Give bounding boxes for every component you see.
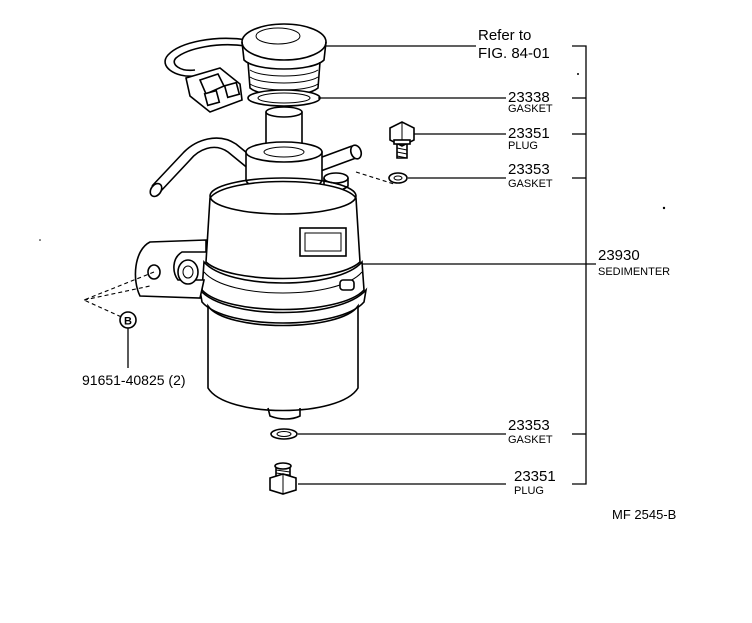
gasket-23353-lower bbox=[270, 428, 298, 440]
leader-lines bbox=[127, 45, 596, 485]
plug-23351-upper bbox=[389, 121, 415, 159]
callout-part-no: 23338 bbox=[508, 89, 550, 106]
callout-part-no: 23353 bbox=[508, 161, 550, 178]
bolt-part-no: 91651-40825 (2) bbox=[82, 372, 186, 388]
callout-part-name: SEDIMENTER bbox=[598, 266, 670, 278]
callout-part-name: PLUG bbox=[508, 140, 538, 152]
callout-part-name: GASKET bbox=[508, 178, 553, 190]
bolt-symbol-letter: B bbox=[124, 316, 132, 328]
plug-23351-lower bbox=[269, 462, 297, 495]
sensor-cap-assembly bbox=[164, 23, 327, 113]
sight-window bbox=[299, 227, 347, 257]
sensor-wire bbox=[164, 37, 249, 77]
callout-part-name: GASKET bbox=[508, 434, 553, 446]
callout-part-no: 23353 bbox=[508, 417, 550, 434]
callout-part-no: 23351 bbox=[514, 468, 556, 485]
reference-line-2[interactable]: FIG. 84-01 bbox=[478, 45, 550, 62]
figure-code: MF 2545-B bbox=[612, 507, 676, 522]
inlet-pipe bbox=[159, 146, 251, 193]
assembly-bracket bbox=[572, 45, 587, 485]
callout-part-name: PLUG bbox=[514, 485, 544, 497]
callout-part-name: GASKET bbox=[508, 103, 553, 115]
bolt-symbol: B bbox=[119, 311, 137, 329]
wire-connector bbox=[185, 67, 243, 113]
bolt-guide-line bbox=[82, 271, 155, 321]
sensor-cap-top bbox=[241, 23, 327, 61]
gasket-23338 bbox=[247, 89, 321, 107]
sedimenter-housing bbox=[134, 137, 368, 420]
callout-part-no: 23930 bbox=[598, 247, 640, 264]
gasket-23353-upper bbox=[388, 172, 408, 184]
reference-line-1: Refer to bbox=[478, 27, 531, 44]
callout-part-no: 23351 bbox=[508, 125, 550, 142]
sensor-wire-2 bbox=[173, 43, 247, 72]
